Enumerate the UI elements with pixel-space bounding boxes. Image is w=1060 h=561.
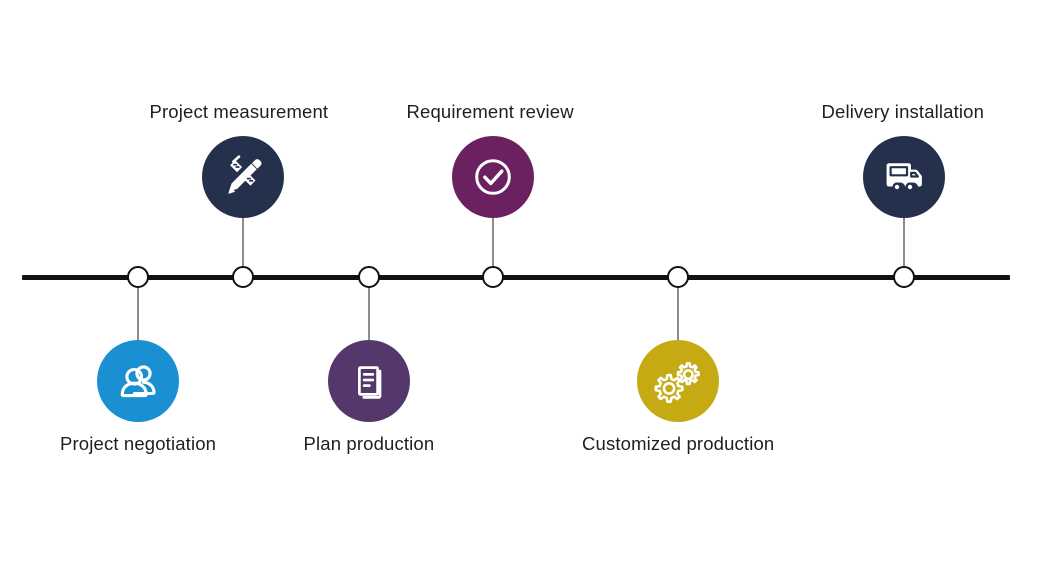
step-label-project-negotiation: Project negotiation — [60, 433, 217, 454]
connector-stem-plan-production — [368, 286, 370, 342]
timeline-node-requirement-review[interactable] — [482, 266, 504, 288]
step-label-plan-production: Plan production — [303, 433, 435, 454]
people-group-icon — [114, 357, 162, 405]
step-badge-project-negotiation[interactable] — [97, 340, 179, 422]
timeline-node-project-measurement[interactable] — [232, 266, 254, 288]
step-badge-delivery-installation[interactable] — [863, 136, 945, 218]
step-label-project-measurement: Project measurement — [149, 101, 329, 122]
step-badge-customized-production[interactable] — [637, 340, 719, 422]
timeline-axis — [22, 274, 1010, 280]
connector-stem-project-measurement — [242, 216, 244, 268]
connector-stem-requirement-review — [492, 216, 494, 268]
step-badge-requirement-review[interactable] — [452, 136, 534, 218]
connector-stem-customized-production — [677, 286, 679, 342]
connector-stem-delivery-installation — [903, 216, 905, 268]
pencil-ruler-icon — [218, 152, 268, 202]
step-label-customized-production: Customized production — [582, 433, 775, 454]
gears-icon — [652, 355, 704, 407]
step-badge-project-measurement[interactable] — [202, 136, 284, 218]
step-label-delivery-installation: Delivery installation — [821, 101, 985, 122]
timeline-node-plan-production[interactable] — [358, 266, 380, 288]
timeline-node-project-negotiation[interactable] — [127, 266, 149, 288]
step-badge-plan-production[interactable] — [328, 340, 410, 422]
check-circle-icon — [468, 152, 518, 202]
connector-stem-project-negotiation — [137, 286, 139, 342]
timeline-node-customized-production[interactable] — [667, 266, 689, 288]
step-label-requirement-review: Requirement review — [406, 101, 574, 122]
documents-icon — [346, 358, 392, 404]
delivery-truck-icon — [880, 153, 928, 201]
timeline-node-delivery-installation[interactable] — [893, 266, 915, 288]
